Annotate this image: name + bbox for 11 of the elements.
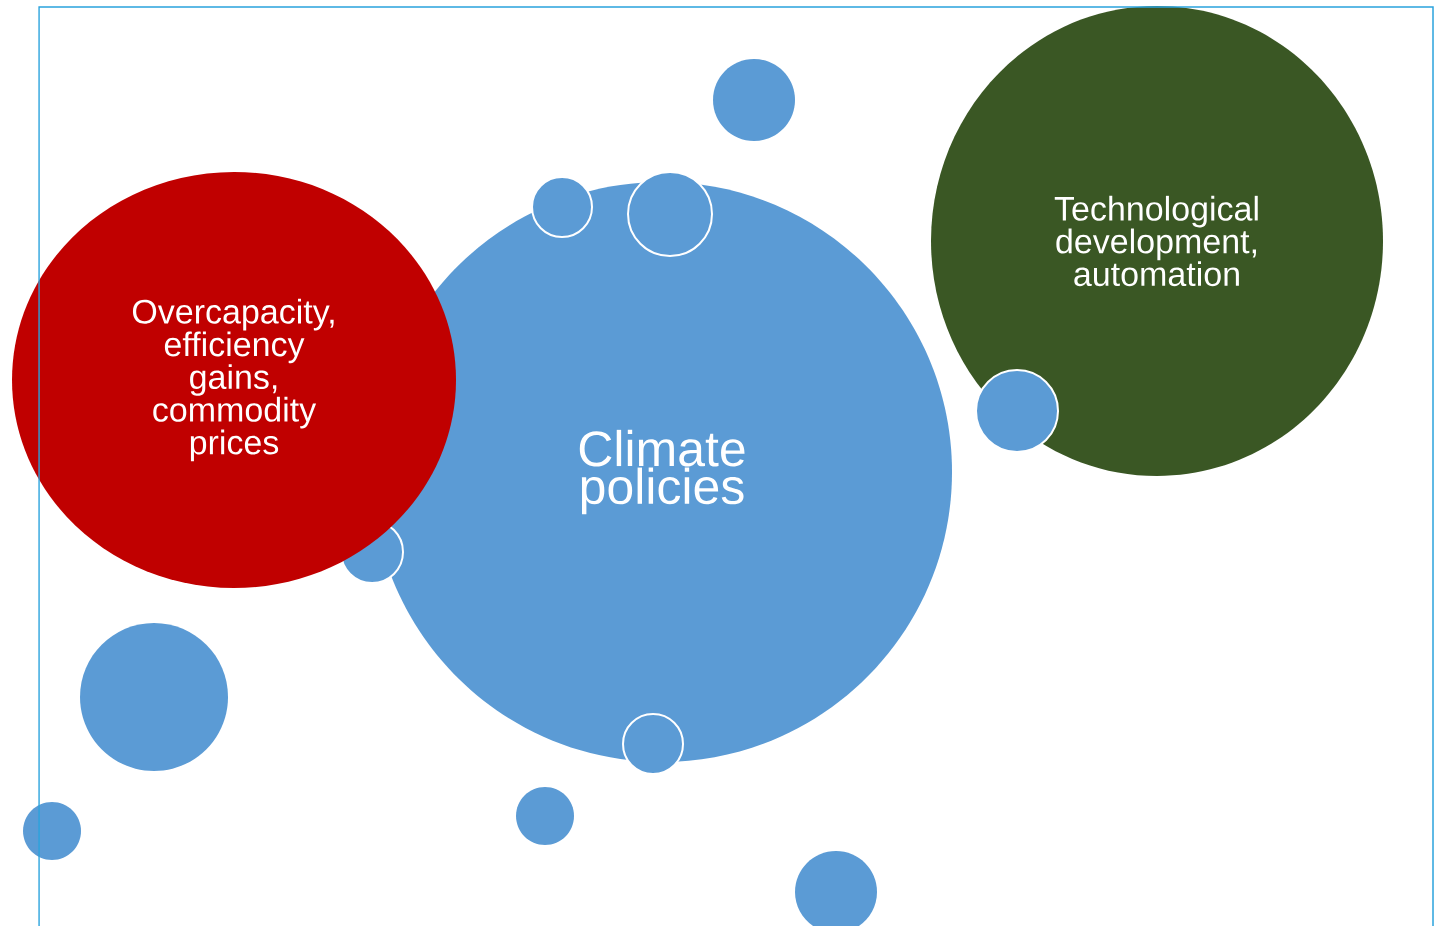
bubble [80,623,228,771]
bubble: Climate policies [372,182,952,762]
bubble [23,802,81,860]
bubble [795,851,877,926]
bubble: Technological development, automation [931,6,1383,476]
bubble [516,787,574,845]
bubble [627,171,713,257]
bubble [622,713,684,775]
bubble [531,176,593,238]
bubble: Overcapacity, efficiency gains, commodity prices [12,172,456,588]
bubble [713,59,795,141]
